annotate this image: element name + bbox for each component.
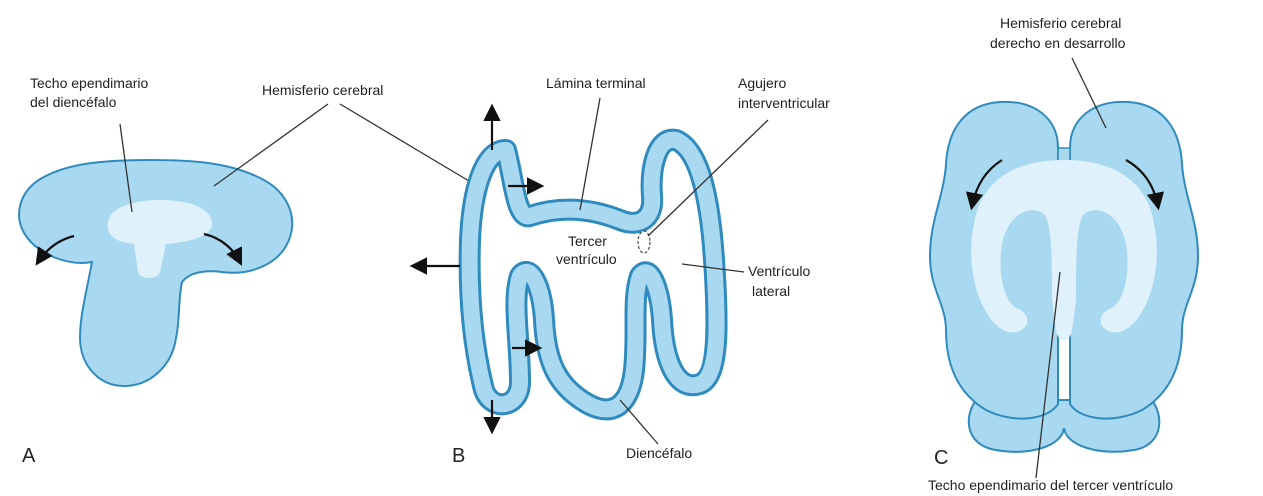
panel-a-hemisphere-leader [214, 104, 328, 186]
panel-a-roof-label: Techo ependimario del diencéfalo [30, 75, 152, 110]
lamina-terminal-leader [580, 98, 600, 210]
right-hemisphere-label: Hemisferio cerebral derecho en desarroll… [990, 15, 1126, 51]
panel-b-hemisphere-leader [340, 104, 474, 184]
foramen-label: Agujero interventricular [738, 75, 830, 111]
panel-a-letter: A [22, 445, 36, 467]
interventricular-foramen [638, 231, 650, 253]
panel-c-letter: C [934, 447, 948, 469]
hemisphere-label: Hemisferio cerebral [262, 82, 383, 98]
roof-third-ventricle-label: Techo ependimario del tercer ventrículo [928, 477, 1173, 493]
panel-a: Techo ependimario del diencéfalo Hemisfe… [19, 75, 474, 467]
lateral-ventricle-label: Ventrículo lateral [748, 263, 814, 299]
panel-c-roof-pattern [971, 160, 1157, 341]
panel-c: Hemisferio cerebral derecho en desarroll… [928, 15, 1198, 493]
third-ventricle-label: Tercer ventrículo [556, 233, 617, 267]
panel-b: Lámina terminal Agujero interventricular… [414, 75, 830, 467]
lamina-terminal-label: Lámina terminal [546, 75, 646, 91]
diencephalon-label: Diencéfalo [626, 445, 692, 461]
panel-b-letter: B [452, 445, 465, 467]
panel-b-wall-fill [470, 140, 717, 410]
diencephalon-leader [620, 400, 658, 444]
